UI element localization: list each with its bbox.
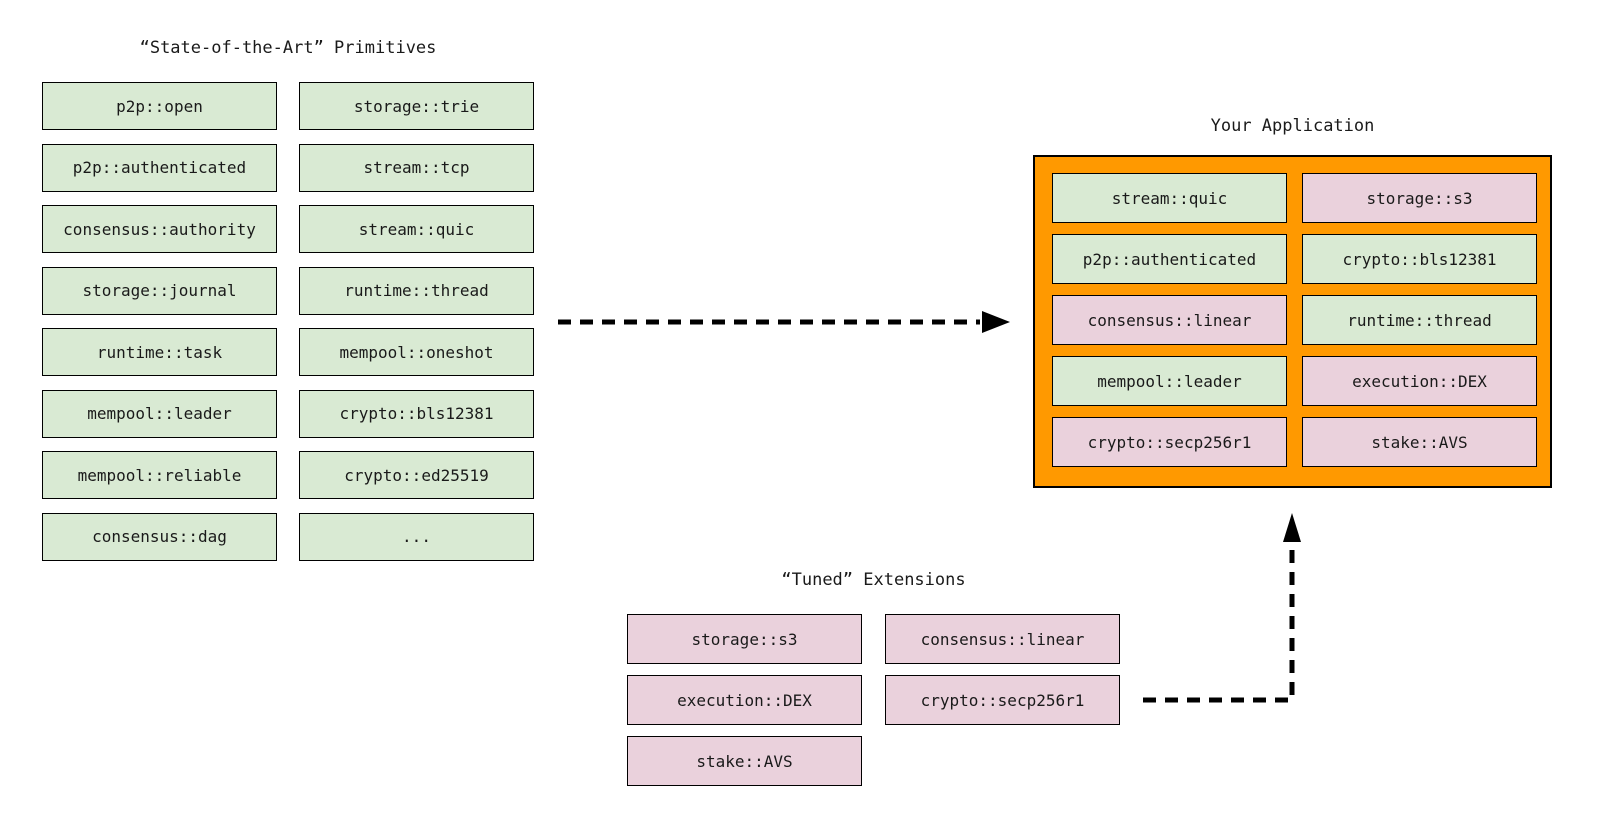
application-column-1: stream::quic p2p::authenticated consensu… [1052,173,1287,467]
primitive-box-p2p-authenticated: p2p::authenticated [42,143,277,192]
primitive-box-mempool-reliable: mempool::reliable [42,451,277,499]
primitive-box-stream-tcp: stream::tcp [299,143,534,192]
extension-box-storage-s3: storage::s3 [627,614,862,664]
application-container: stream::quic p2p::authenticated consensu… [1033,155,1552,488]
primitives-column-2: storage::trie stream::tcp stream::quic r… [299,82,534,561]
primitive-box-p2p-open: p2p::open [42,82,277,130]
primitives-column-1: p2p::open p2p::authenticated consensus::… [42,82,277,561]
primitives-to-application-arrow [558,311,1010,333]
extension-box-consensus-linear: consensus::linear [885,614,1120,664]
app-box-stake-avs: stake::AVS [1302,417,1537,467]
app-box-consensus-linear: consensus::linear [1052,295,1287,345]
primitive-box-consensus-dag: consensus::dag [42,512,277,561]
extensions-column-1: storage::s3 execution::DEX stake::AVS [627,614,862,786]
extension-box-crypto-secp256r1: crypto::secp256r1 [885,675,1120,725]
app-box-runtime-thread: runtime::thread [1302,295,1537,345]
extensions-column-2: consensus::linear crypto::secp256r1 [885,614,1120,725]
app-box-storage-s3: storage::s3 [1302,173,1537,223]
primitive-box-runtime-task: runtime::task [42,328,277,376]
primitive-box-consensus-authority: consensus::authority [42,205,277,253]
app-box-execution-dex: execution::DEX [1302,356,1537,406]
arrowhead-up-icon [1283,513,1301,542]
primitive-box-runtime-thread: runtime::thread [299,266,534,315]
primitives-title: “State-of-the-Art” Primitives [139,38,437,58]
app-box-crypto-secp256r1: crypto::secp256r1 [1052,417,1287,467]
primitive-box-mempool-oneshot: mempool::oneshot [299,328,534,376]
extensions-title: “Tuned” Extensions [781,570,966,590]
primitive-box-stream-quic: stream::quic [299,205,534,253]
app-box-crypto-bls12381: crypto::bls12381 [1302,234,1537,284]
primitive-box-ellipsis: ... [299,512,534,561]
primitive-box-mempool-leader: mempool::leader [42,389,277,438]
primitive-box-storage-journal: storage::journal [42,266,277,315]
extension-box-stake-avs: stake::AVS [627,736,862,786]
app-box-p2p-authenticated: p2p::authenticated [1052,234,1287,284]
application-column-2: storage::s3 crypto::bls12381 runtime::th… [1302,173,1537,467]
arrowhead-right-icon [982,311,1010,333]
primitive-box-crypto-ed25519: crypto::ed25519 [299,451,534,499]
application-title: Your Application [1210,116,1375,136]
primitive-box-storage-trie: storage::trie [299,82,534,130]
app-box-stream-quic: stream::quic [1052,173,1287,223]
extensions-to-application-arrow [1143,513,1301,703]
extension-box-execution-dex: execution::DEX [627,675,862,725]
primitive-box-crypto-bls12381: crypto::bls12381 [299,389,534,438]
app-box-mempool-leader: mempool::leader [1052,356,1287,406]
